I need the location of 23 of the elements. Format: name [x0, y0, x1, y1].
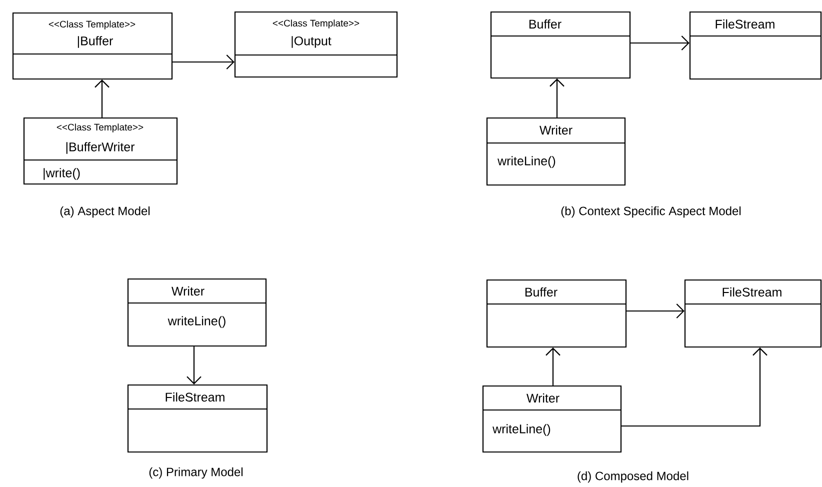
class-box: Buffer — [490, 11, 631, 79]
class-box: FileStream — [689, 11, 822, 80]
arrow — [550, 78, 564, 118]
class-box: Buffer — [486, 279, 627, 348]
arrow — [186, 346, 202, 384]
class-box: Writer writeLine() — [486, 117, 626, 186]
arrow — [172, 54, 234, 70]
class-box: <<Class Template>> |BufferWriter |write() — [23, 117, 178, 185]
arrow — [622, 348, 768, 427]
arrow — [630, 36, 690, 50]
arrow — [94, 80, 110, 118]
caption: (c) Primary Model — [149, 467, 243, 479]
class-box: Writer writeLine() — [127, 278, 267, 347]
class-box: <<Class Template>> |Output — [234, 11, 398, 78]
class-box: <<Class Template>> |Buffer — [12, 12, 173, 80]
arrow — [546, 348, 560, 386]
class-box: FileStream — [684, 279, 822, 348]
caption: (b) Context Specific Aspect Model — [561, 206, 741, 218]
class-box: FileStream — [127, 384, 268, 453]
caption: (d) Composed Model — [578, 471, 688, 483]
class-box: Writer writeLine() — [482, 385, 622, 453]
arrow — [626, 304, 684, 318]
caption: (a) Aspect Model — [60, 206, 150, 218]
